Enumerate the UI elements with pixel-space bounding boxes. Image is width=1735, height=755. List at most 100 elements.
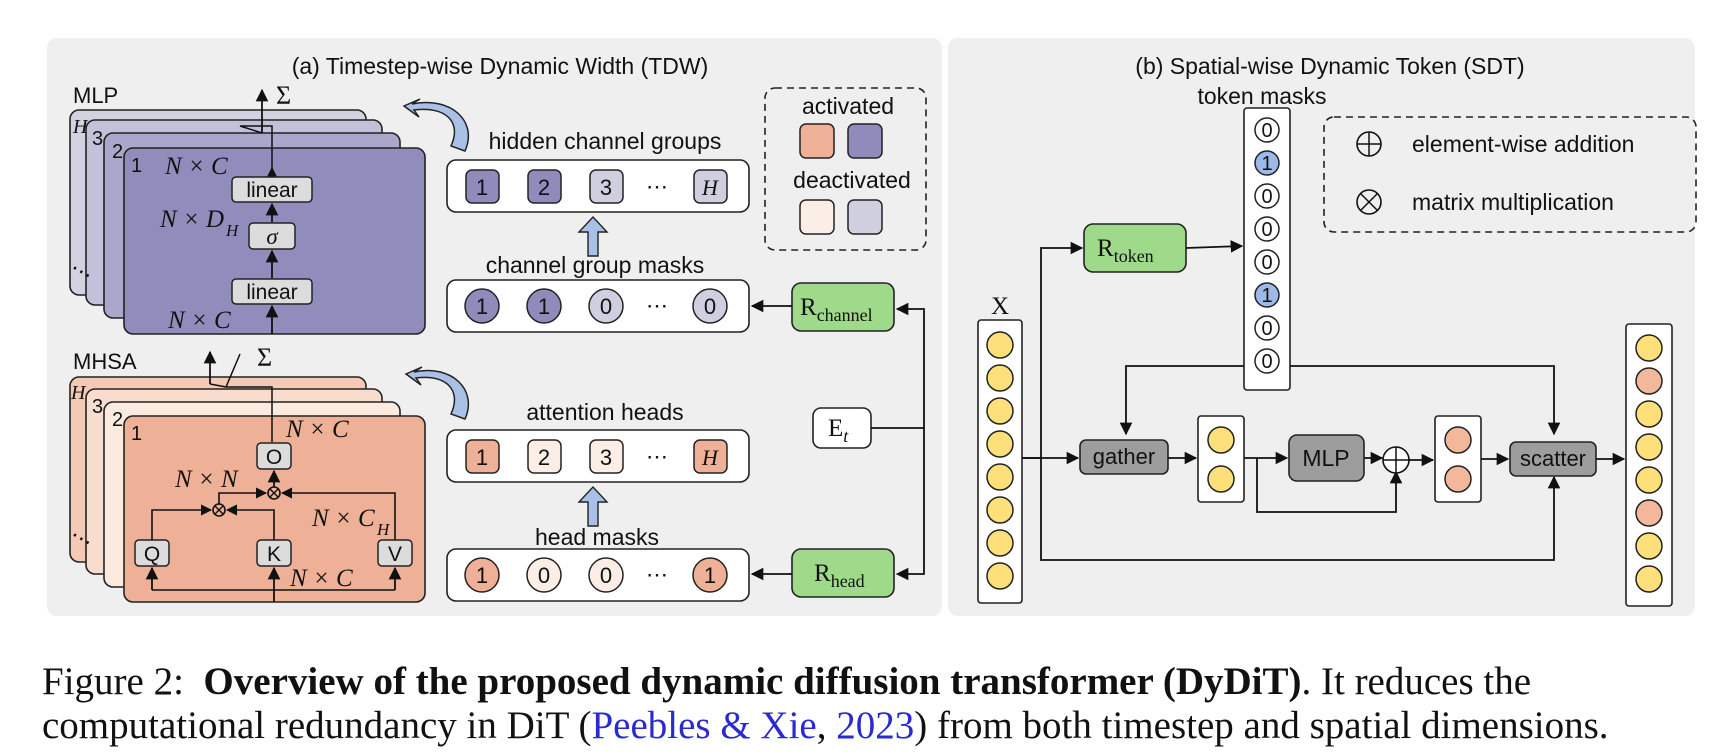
mlp-stack-label-3: 3 bbox=[92, 128, 103, 150]
mlp-shape-bottom: N × C bbox=[167, 307, 231, 334]
channel-mask-2 bbox=[526, 288, 562, 324]
token-mask-3 bbox=[1254, 183, 1280, 209]
token-mask-2-label: 1 bbox=[1261, 153, 1272, 175]
input-token-column bbox=[977, 319, 1023, 604]
channel-masks-values: 1 1 0 ⋯ 0 bbox=[464, 288, 728, 324]
attention-head-cell-h-label: H bbox=[701, 445, 719, 470]
hidden-group-cell-h-label: H bbox=[701, 175, 719, 200]
channel-mask-ellipsis: ⋯ bbox=[646, 293, 668, 318]
token-mask-2 bbox=[1254, 150, 1280, 176]
channel-mask-h-label: 0 bbox=[704, 294, 716, 319]
mhsa-out-proj bbox=[256, 442, 292, 470]
mlp-stack-label-h: H bbox=[72, 116, 89, 138]
mlp-sum-symbol: Σ bbox=[276, 81, 291, 110]
caption-cite-separator: , bbox=[816, 704, 837, 747]
token-mask-5 bbox=[1254, 249, 1280, 275]
mhsa-stack-label-h: H bbox=[70, 382, 87, 404]
gather-label: gather bbox=[1093, 444, 1155, 469]
token-mask-8-label: 0 bbox=[1261, 351, 1272, 373]
mlp-shape-mid-sub: H bbox=[225, 221, 240, 240]
mlp-linear-bottom-label: linear bbox=[246, 281, 297, 304]
mhsa-matmul-right bbox=[267, 486, 281, 500]
attention-head-cell-1 bbox=[465, 439, 500, 474]
input-token bbox=[986, 397, 1014, 425]
legend-deactivated-salmon bbox=[799, 199, 835, 235]
mlp-rotate-arrow bbox=[402, 98, 470, 152]
legend-mul-label: matrix multiplication bbox=[1412, 189, 1614, 215]
gathered-token bbox=[1207, 465, 1235, 493]
hidden-group-cell-3-label: 3 bbox=[600, 175, 612, 200]
channel-mask-3 bbox=[588, 288, 624, 324]
mhsa-block: MHSA H 3 2 1 ⋯ Σ O N × C N × N Q K V bbox=[66, 343, 426, 603]
token-mask-8 bbox=[1254, 348, 1280, 374]
token-mask-4-label: 0 bbox=[1261, 219, 1272, 241]
token-mask-7 bbox=[1254, 315, 1280, 341]
legend-activated-label: activated bbox=[802, 93, 894, 119]
caption-line-2-end: ) from both timestep and spatial dimensi… bbox=[914, 704, 1609, 747]
mhsa-k-label: K bbox=[267, 543, 281, 566]
scatter-label: scatter bbox=[1520, 446, 1586, 471]
router-channel-label: Rchannel bbox=[800, 294, 873, 325]
attention-head-cell-3 bbox=[589, 439, 624, 474]
mhsa-sum-symbol: Σ bbox=[257, 343, 272, 372]
channel-masks-title: channel group masks bbox=[486, 252, 705, 278]
attention-head-cell-3-label: 3 bbox=[600, 445, 612, 470]
processed-token bbox=[1444, 465, 1472, 493]
mlp-linear-top-label: linear bbox=[246, 179, 297, 202]
input-token bbox=[986, 529, 1014, 557]
router-head bbox=[791, 548, 895, 598]
mlp-shape-top: N × C bbox=[164, 153, 228, 180]
input-token bbox=[986, 463, 1014, 491]
caption-bold-title: Overview of the proposed dynamic diffusi… bbox=[203, 660, 1302, 703]
citation-year-link[interactable]: 2023 bbox=[836, 704, 915, 747]
output-token bbox=[1635, 466, 1663, 494]
mlp-shape-mid: N × D bbox=[159, 206, 224, 233]
legend-activated-purple bbox=[847, 123, 883, 159]
input-x-label: X bbox=[991, 293, 1009, 320]
mul-op-icon bbox=[1356, 189, 1382, 215]
mhsa-v-shape-sub: H bbox=[376, 520, 391, 539]
mlp-activation bbox=[248, 222, 296, 250]
hidden-group-cell-1 bbox=[465, 169, 500, 204]
hidden-group-cell-1-label: 1 bbox=[476, 175, 488, 200]
router-token-label: Rtoken bbox=[1097, 235, 1154, 266]
mhsa-label: MHSA bbox=[73, 349, 137, 374]
legend-add-label: element-wise addition bbox=[1412, 131, 1634, 157]
mlp-activation-label: σ bbox=[266, 224, 279, 249]
router-head-label: Rhead bbox=[814, 560, 865, 591]
mlp-block: MLP H 3 2 1 ⋯ Σ N × C linear N × D H σ l… bbox=[66, 81, 426, 335]
mhsa-v-shape: N × C bbox=[311, 505, 375, 532]
token-masks-column bbox=[1243, 107, 1291, 391]
output-tokens bbox=[1635, 334, 1663, 593]
attention-head-cell-2-label: 2 bbox=[538, 445, 550, 470]
channel-mask-h bbox=[692, 288, 728, 324]
caption-line-2-start: computational redundancy in DiT ( bbox=[42, 704, 592, 747]
head-mask-ellipsis: ⋯ bbox=[646, 562, 668, 587]
caption-rest-1: . It reduces the bbox=[1301, 660, 1532, 703]
caption-line-2: computational redundancy in DiT (Peebles… bbox=[42, 704, 1732, 748]
output-token bbox=[1635, 433, 1663, 461]
citation-author-link[interactable]: Peebles & Xie bbox=[591, 704, 817, 747]
mhsa-shape-out: N × C bbox=[285, 416, 349, 443]
channel-mask-3-label: 0 bbox=[600, 294, 612, 319]
attention-head-cell-1-label: 1 bbox=[476, 445, 488, 470]
head-mask-3-label: 0 bbox=[600, 563, 612, 588]
head-up-arrow bbox=[577, 485, 609, 527]
mhsa-stack-label-2: 2 bbox=[112, 409, 123, 431]
input-tokens bbox=[986, 331, 1014, 590]
head-mask-1 bbox=[464, 557, 500, 593]
gathered-token bbox=[1207, 426, 1235, 454]
figure-diagram: (a) Timestep-wise Dynamic Width (TDW) (b… bbox=[47, 38, 1697, 616]
legend-deactivated-purple bbox=[847, 199, 883, 235]
output-token bbox=[1635, 400, 1663, 428]
input-token bbox=[986, 364, 1014, 392]
hidden-group-ellipsis: ⋯ bbox=[646, 174, 668, 199]
channel-mask-1 bbox=[464, 288, 500, 324]
attention-heads-cells: 1 2 3 ⋯ H bbox=[465, 439, 728, 474]
activation-legend bbox=[764, 87, 927, 251]
attention-heads-title: attention heads bbox=[526, 399, 683, 425]
mhsa-q-label: Q bbox=[144, 543, 160, 566]
channel-mask-2-label: 1 bbox=[538, 294, 550, 319]
mlp-label: MLP bbox=[73, 83, 118, 108]
gather-op bbox=[1079, 439, 1169, 475]
